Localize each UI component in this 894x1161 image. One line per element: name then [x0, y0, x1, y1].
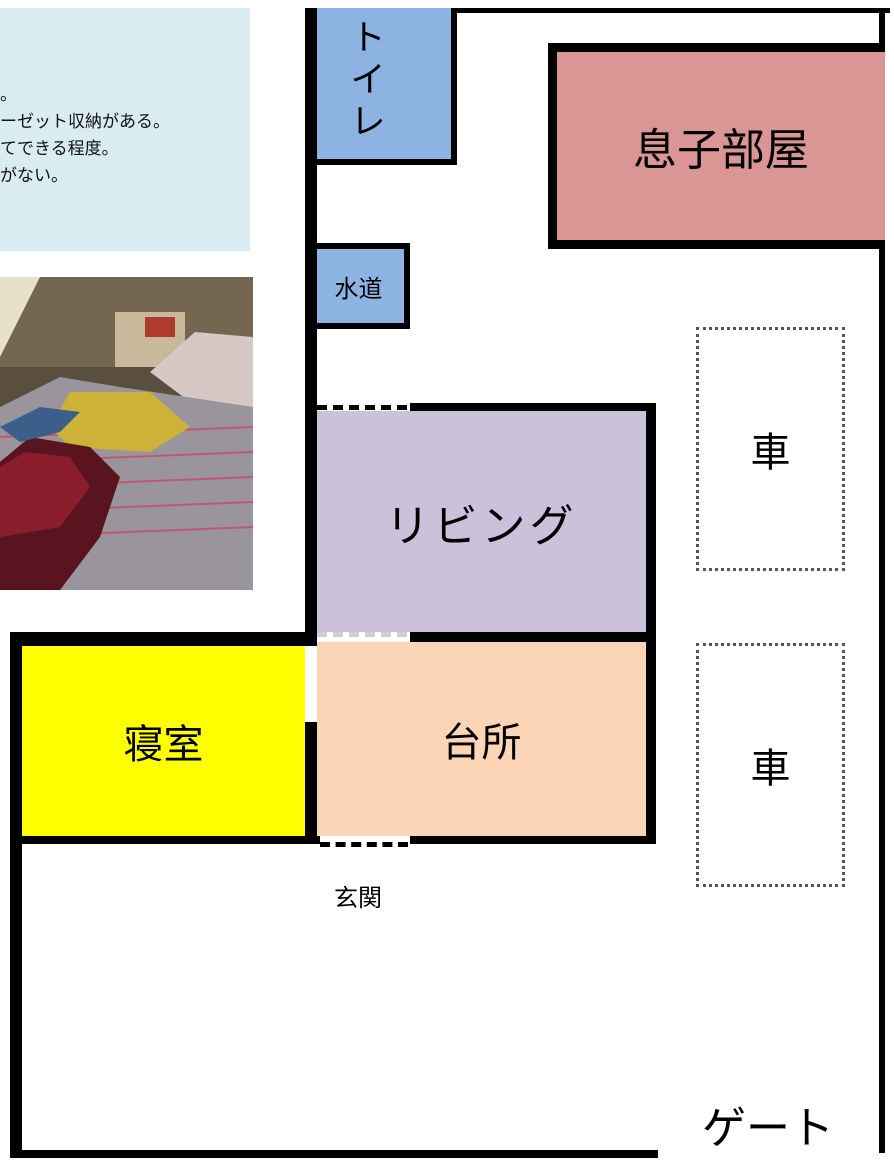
room-kitchen-label: 台所 [441, 720, 522, 766]
room-toilet-label: トイレ [344, 18, 385, 144]
bedroom-photo-illustration [0, 277, 253, 590]
wall-top [305, 8, 890, 13]
parking-space-2-label: 車 [750, 746, 791, 792]
room-son-label: 息子部屋 [633, 125, 809, 176]
room-kitchen: 台所 [317, 642, 646, 836]
room-bedroom-label: 寝室 [123, 722, 204, 768]
bedroom-photo [0, 277, 253, 590]
parking-space-2: 車 [696, 643, 845, 887]
door-living-kitchen [317, 632, 407, 637]
info-line-2: ーゼット収納がある。 [0, 112, 170, 132]
wall-left-lower [10, 632, 22, 1158]
entrance-label: 玄関 [334, 884, 382, 912]
info-line-1: 。 [0, 85, 17, 105]
wall-bedroom-top [10, 632, 317, 646]
info-line-4: がない。 [0, 166, 68, 186]
room-living: リビング [317, 411, 646, 632]
wall-living-kitchen [410, 632, 656, 642]
room-bedroom: 寝室 [22, 646, 305, 836]
wall-living-top [410, 403, 656, 411]
room-sink: 水道 [317, 243, 410, 329]
room-sink-label: 水道 [334, 274, 383, 303]
gate-label: ゲート [702, 1103, 834, 1154]
door-living [317, 405, 407, 410]
parking-space-1: 車 [696, 327, 845, 571]
parking-space-1-label: 車 [750, 430, 791, 476]
wall-bedroom-bottom [10, 836, 320, 844]
room-toilet: トイレ [317, 8, 457, 165]
wall-kitchen-bottom [410, 836, 656, 844]
wall-bottom [10, 1150, 658, 1158]
door-entrance [320, 842, 408, 847]
wall-bedroom-kitchen [305, 722, 319, 840]
info-box: 。 ーゼット収納がある。 てできる程度。 がない。 [0, 8, 250, 251]
info-line-3: てできる程度。 [0, 139, 119, 159]
room-son: 息子部屋 [548, 43, 885, 249]
wall-right [879, 8, 885, 1153]
wall-left-upper [305, 8, 317, 644]
wall-living-right [646, 405, 656, 844]
room-living-label: リビング [385, 500, 578, 552]
